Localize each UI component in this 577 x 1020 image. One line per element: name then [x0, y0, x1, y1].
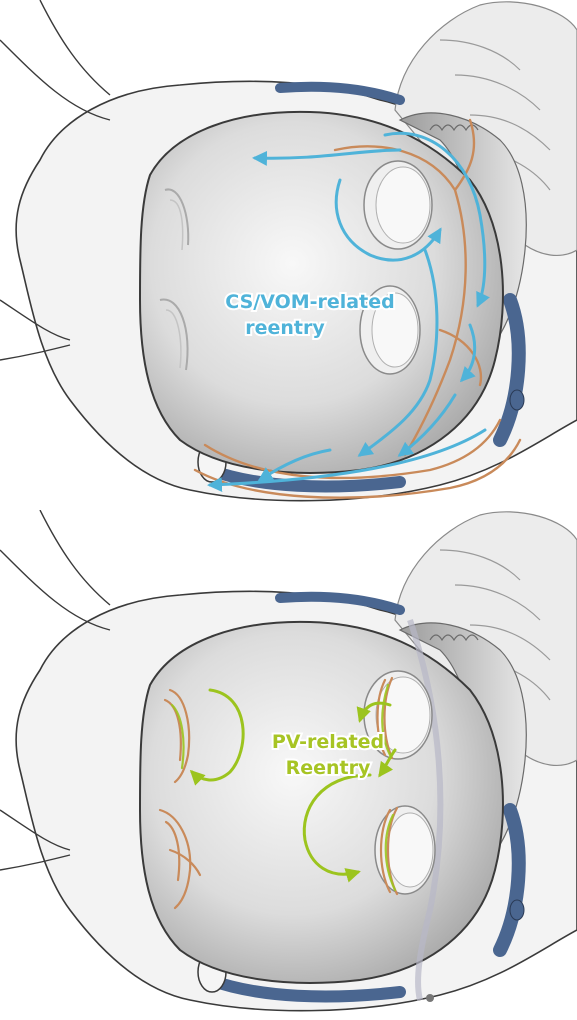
- vessel-end-right: [510, 390, 524, 410]
- label-pv-line2: Reentry: [286, 757, 371, 779]
- pv-ostium-right-upper: [364, 161, 432, 249]
- vessel-end-right: [510, 900, 524, 920]
- label-cs-vom-line2: reentry: [245, 317, 325, 339]
- label-cs-vom-line1: CS/VOM-related: [225, 291, 394, 313]
- heart-diagram-top: CS/VOM-related reentry: [0, 0, 577, 510]
- heart-diagram-bottom: PV-related Reentry: [0, 510, 577, 1020]
- pv-ostium-right-lower: [375, 806, 435, 894]
- vessel-ostium-small: [426, 994, 434, 1002]
- panel-pv-reentry: PV-related Reentry: [0, 510, 577, 1020]
- panel-cs-vom-reentry: CS/VOM-related reentry: [0, 0, 577, 510]
- atrial-cavity: [140, 622, 503, 983]
- label-pv-line1: PV-related: [272, 731, 384, 753]
